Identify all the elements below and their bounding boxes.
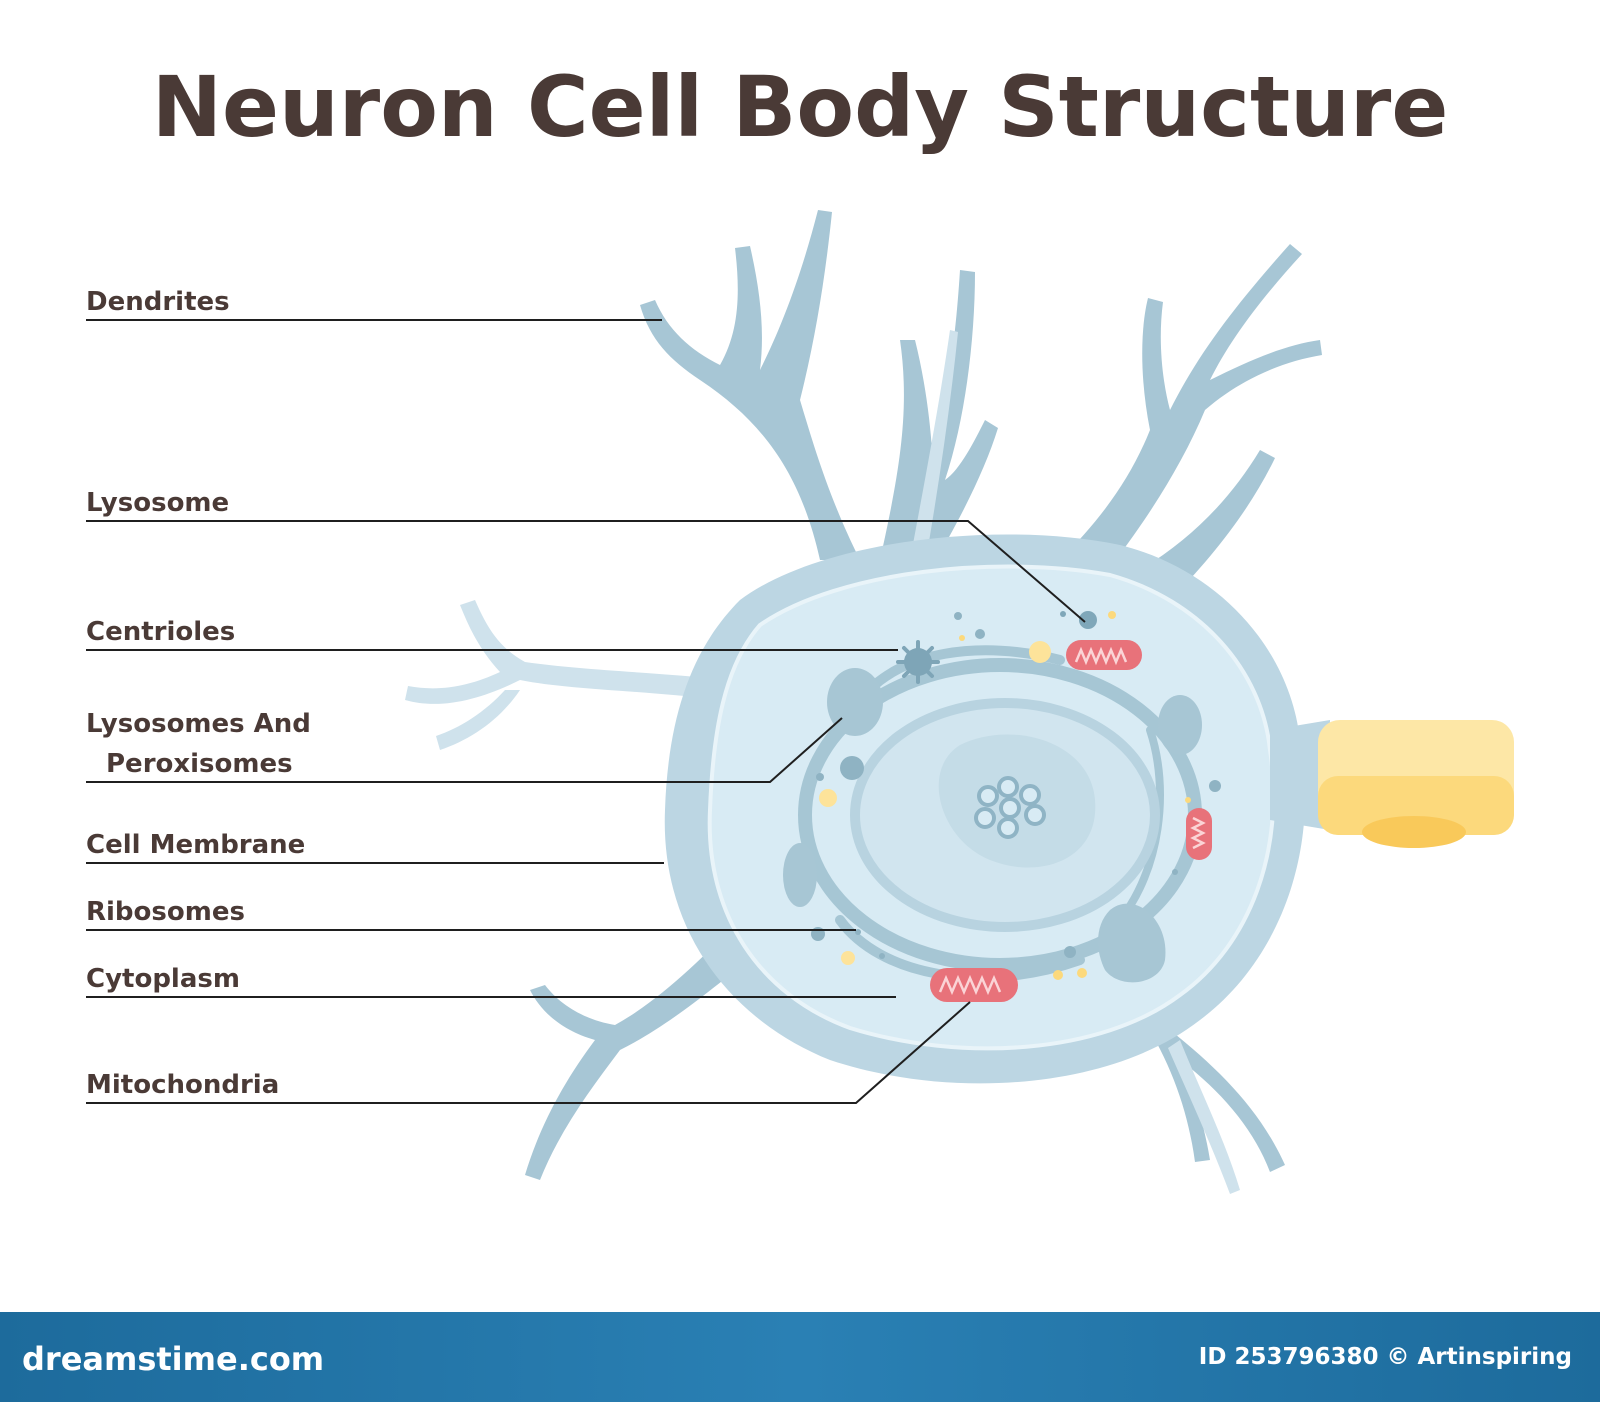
label-cell-membrane: Cell Membrane — [86, 830, 306, 860]
dendrites — [525, 210, 1322, 1180]
nucleolus — [974, 776, 1046, 839]
label-ribosomes: Ribosomes — [86, 897, 245, 927]
lysosome — [1079, 611, 1097, 629]
centriole — [896, 640, 940, 684]
mitochondria — [930, 640, 1212, 1002]
footer-image-id: ID 253796380 © Artinspiring — [1198, 1344, 1572, 1370]
leader-lines — [86, 319, 1086, 1104]
label-dendrites: Dendrites — [86, 287, 230, 317]
footer-logo[interactable]: dreamstime.com — [22, 1340, 325, 1378]
mitochondrion — [1066, 640, 1142, 670]
vesicle — [1158, 695, 1202, 755]
label-peroxisomes: Peroxisomes — [106, 749, 293, 779]
mitochondrion — [930, 968, 1018, 1002]
axon-stem — [1270, 720, 1330, 830]
vesicles — [783, 668, 1202, 983]
label-lysosomes-and: Lysosomes And — [86, 709, 311, 739]
vesicle — [783, 843, 817, 907]
label-mitochondria: Mitochondria — [86, 1070, 280, 1100]
watermark-footer: dreamstime.com ID 253796380 © Artinspiri… — [0, 1312, 1600, 1402]
vesicle — [1098, 903, 1166, 983]
dendrites-light — [405, 330, 1240, 1194]
leader-mitochondria — [86, 1001, 971, 1104]
page-title: Neuron Cell Body Structure — [151, 58, 1449, 156]
label-centrioles: Centrioles — [86, 617, 236, 647]
axon-hillock-base — [1362, 816, 1466, 848]
vesicle — [840, 756, 864, 780]
nucleus — [850, 698, 1160, 932]
vesicle — [827, 668, 883, 736]
axon-hillock-band — [1318, 776, 1514, 835]
label-lysosome: Lysosome — [86, 488, 230, 518]
leader-lysosome — [86, 520, 1086, 623]
label-cytoplasm: Cytoplasm — [86, 964, 240, 994]
mitochondrion — [1186, 808, 1212, 860]
leader-lysosomes-peroxisomes — [86, 717, 843, 783]
